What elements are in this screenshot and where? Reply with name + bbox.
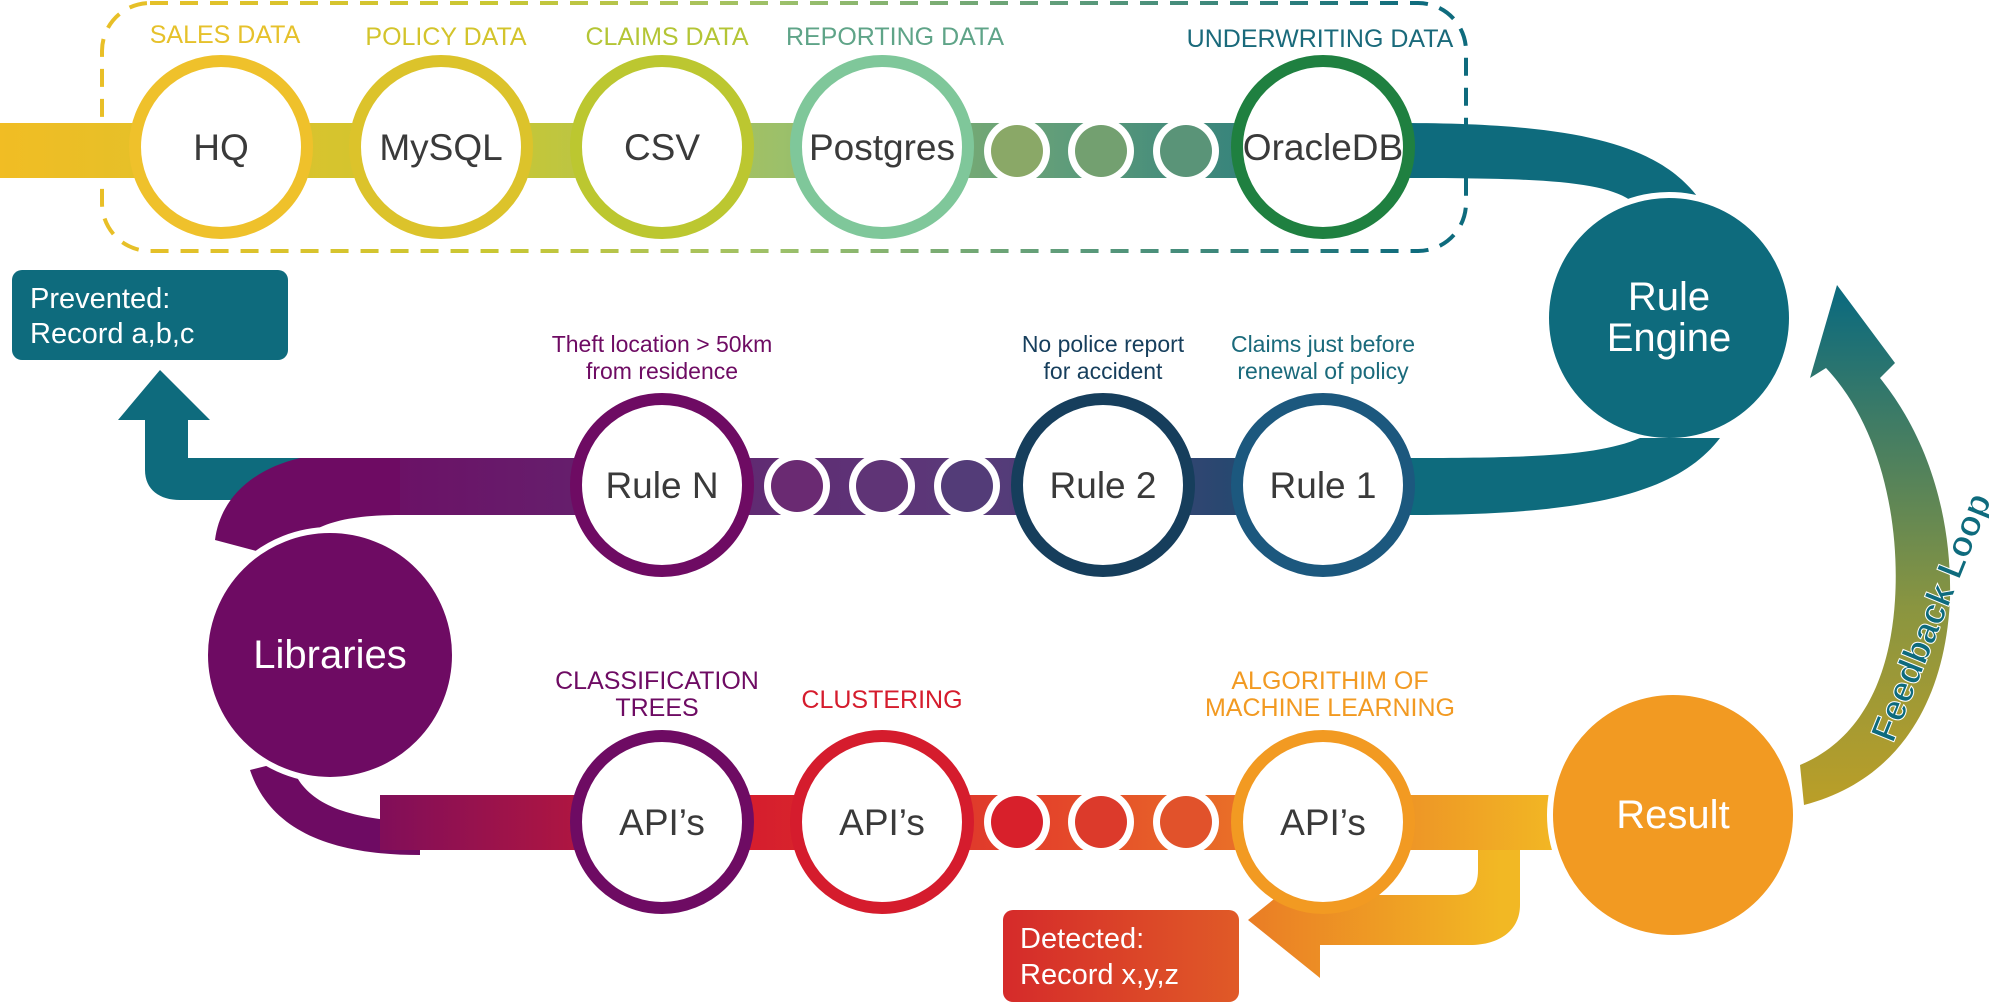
source-node-label: CSV: [624, 127, 700, 168]
rule-engine-label-line1: Rule: [1628, 275, 1710, 319]
source-category: CLAIMS DATA: [586, 23, 749, 51]
api-node-classification: API’s: [570, 730, 754, 914]
prevented-line1: Prevented:: [30, 283, 170, 315]
libraries-node: Libraries: [202, 527, 458, 783]
api-node-label: API’s: [619, 802, 705, 843]
rule-note-line2: from residence: [586, 358, 738, 384]
rule-node-n: Rule N: [570, 393, 754, 577]
api-category-line1: ALGORITHIM OF: [1231, 667, 1428, 695]
data-sources-group: [100, 1, 1468, 253]
detected-box: Detected: Record x,y,z: [1003, 910, 1239, 1002]
source-category: REPORTING DATA: [786, 23, 1004, 51]
api-node-label: API’s: [839, 802, 925, 843]
detected-line1: Detected:: [1020, 923, 1144, 955]
source-category: UNDERWRITING DATA: [1187, 25, 1454, 53]
source-node-csv: CSV: [570, 55, 754, 239]
source-node-postgres: Postgres: [790, 55, 974, 239]
source-node-label: MySQL: [379, 127, 502, 168]
rule-node-2: Rule 2: [1011, 393, 1195, 577]
source-category: SALES DATA: [150, 21, 301, 49]
top-dots: [984, 118, 1219, 184]
api-node-clustering: API’s: [790, 730, 974, 914]
rule-note-line2: for accident: [1044, 358, 1164, 384]
result-label: Result: [1616, 793, 1729, 837]
api-category-line2: TREES: [615, 694, 698, 722]
rule-node-label: Rule 1: [1270, 465, 1377, 506]
source-node-mysql: MySQL: [349, 55, 533, 239]
rule-note-line1: No police report: [1022, 331, 1185, 357]
rule-note-line1: Theft location > 50km: [552, 331, 773, 357]
source-node-oracledb: OracleDB: [1231, 55, 1415, 239]
rule-note-line2: renewal of policy: [1237, 358, 1409, 384]
result-node: Result: [1547, 689, 1799, 941]
rule-node-label: Rule 2: [1050, 465, 1157, 506]
prevented-line2: Record a,b,c: [30, 318, 194, 350]
detected-line2: Record x,y,z: [1020, 959, 1179, 991]
api-node-machine-learning: API’s: [1231, 730, 1415, 914]
rule-node-label: Rule N: [605, 465, 718, 506]
api-node-label: API’s: [1280, 802, 1366, 843]
api-category-line2: MACHINE LEARNING: [1205, 694, 1455, 722]
libraries-upper-connector: [215, 458, 400, 560]
source-node-label: Postgres: [809, 127, 955, 168]
libraries-lower-connector: [250, 760, 420, 855]
mid-curve-right: [1410, 438, 1720, 515]
libraries-label: Libraries: [253, 633, 406, 677]
source-node-hq: HQ: [129, 55, 313, 239]
api-category-line1: CLASSIFICATION: [555, 667, 759, 695]
api-category-line1: CLUSTERING: [801, 686, 962, 714]
top-curve: [1400, 123, 1700, 200]
source-node-label: HQ: [193, 127, 249, 168]
source-category: POLICY DATA: [365, 23, 526, 51]
feedback-arrow: [1800, 285, 1951, 805]
rule-engine-node: Rule Engine: [1543, 192, 1795, 444]
prevented-arrow: [118, 370, 305, 500]
mid-dots: [764, 453, 1000, 519]
bottom-dots: [984, 789, 1219, 855]
rule-note-line1: Claims just before: [1231, 331, 1415, 357]
source-node-label: OracleDB: [1243, 127, 1403, 168]
prevented-box: Prevented: Record a,b,c: [12, 270, 288, 360]
rule-node-1: Rule 1: [1231, 393, 1415, 577]
rule-engine-label-line2: Engine: [1607, 316, 1732, 360]
